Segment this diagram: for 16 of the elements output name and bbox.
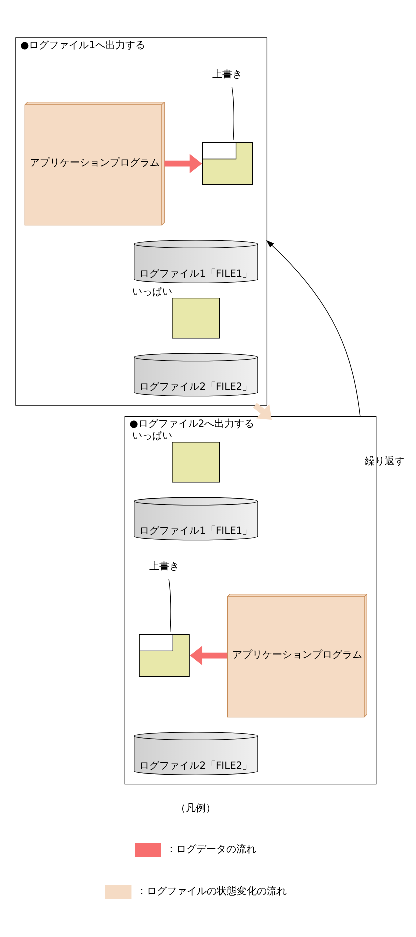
node-box	[172, 298, 220, 338]
label: （凡例）	[176, 803, 216, 814]
connector	[168, 578, 172, 632]
legend-label: ：ログデータの流れ	[166, 844, 257, 855]
node-label: いっぱい	[132, 286, 172, 298]
node-text: 上書き	[150, 561, 180, 572]
node-text: 上書き	[212, 69, 243, 80]
arrow	[190, 646, 228, 665]
node-box	[172, 442, 220, 482]
legend-label: ：ログファイルの状態変化の流れ	[136, 886, 287, 898]
edge-label: 繰り返す	[365, 456, 406, 468]
connector	[232, 86, 234, 140]
arrow	[164, 154, 202, 174]
arrow	[266, 240, 361, 417]
arrow	[253, 402, 272, 420]
node-label: いっぱい	[132, 430, 172, 442]
